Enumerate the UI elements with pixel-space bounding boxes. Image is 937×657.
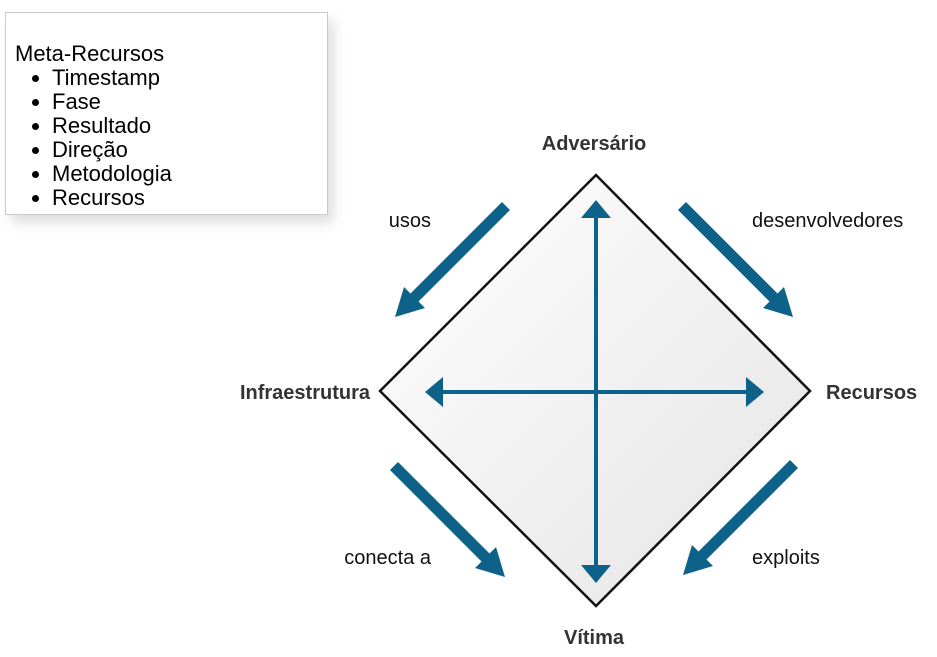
meta-feature-item: Resultado [52, 114, 327, 138]
meta-features-box: Meta-Recursos Timestamp Fase Resultado D… [5, 12, 328, 215]
meta-features-title: Meta-Recursos [15, 41, 165, 66]
infrastructure-label: Infraestrutura [240, 382, 371, 404]
meta-features-list: Timestamp Fase Resultado Direção Metodol… [15, 66, 327, 210]
connects-to-arrow [390, 462, 505, 577]
adversary-label: Adversário [542, 133, 647, 155]
capability-label: Recursos [826, 382, 917, 404]
exploits-arrow [683, 460, 798, 575]
meta-feature-item: Recursos [52, 186, 327, 210]
develops-label: desenvolvedores [752, 210, 903, 232]
meta-feature-item: Metodologia [52, 162, 327, 186]
exploits-label: exploits [752, 547, 820, 569]
uses-label: usos [389, 210, 431, 232]
uses-arrow [395, 202, 510, 317]
connects-to-label: conecta a [344, 547, 432, 569]
victim-label: Vítima [564, 627, 625, 649]
horizontal-axis-arrow [425, 377, 764, 407]
meta-feature-item: Fase [52, 90, 327, 114]
meta-feature-item: Timestamp [52, 66, 327, 90]
develops-arrow [678, 202, 793, 317]
meta-feature-item: Direção [52, 138, 327, 162]
